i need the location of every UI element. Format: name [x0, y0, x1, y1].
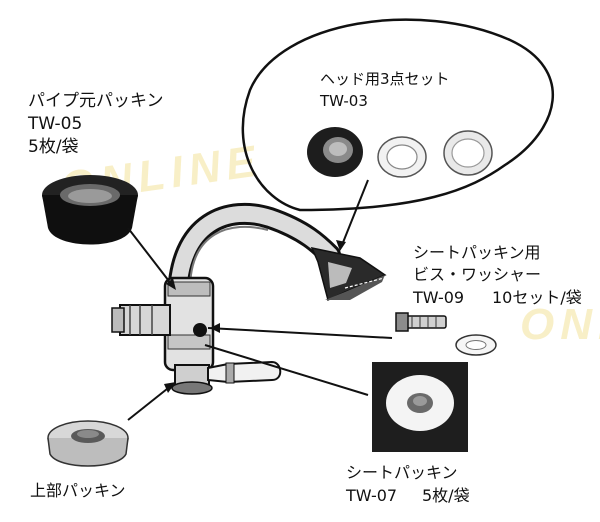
pipe-packing-code: TW-05: [28, 114, 83, 134]
top-packing-part: [47, 420, 129, 467]
watermark-right: ONLINE: [520, 300, 600, 349]
seat-packing-code: TW-07: [346, 486, 398, 505]
head-set-ring-dark: [307, 127, 363, 177]
arrow-seat-packing: [204, 344, 369, 396]
seat-screw-sub: ビス・ワッシャー: [413, 265, 542, 284]
seat-washer-part: [455, 334, 497, 356]
seat-screw-name: シートパッキン用: [413, 243, 541, 262]
arrow-head-set: [341, 179, 369, 246]
arrow-seat-screw: [207, 327, 393, 339]
pipe-packing-part: [42, 175, 138, 245]
seat-packing-name: シートパッキン: [346, 463, 458, 482]
head-set-ring-light: [443, 130, 493, 176]
seat-packing-photo: [372, 362, 468, 452]
seat-screw-part: [395, 312, 447, 332]
pipe-packing-name: パイプ元パッキン: [28, 91, 164, 111]
seat-screw-code: TW-09: [413, 288, 465, 307]
faucet-body: [111, 276, 282, 395]
head-set-ring-mid: [377, 136, 427, 178]
head-set-outline: [241, 18, 555, 212]
leader-lines: [127, 179, 393, 421]
arrow-pipe-packing: [127, 227, 173, 286]
head-set-name: ヘッド用3点セット: [320, 70, 450, 88]
arrow-top-packing: [127, 384, 173, 421]
faucet-spout: [167, 202, 387, 311]
seat-screw-qty: 10セット/袋: [492, 288, 582, 307]
seat-packing-qty: 5枚/袋: [422, 486, 470, 505]
top-packing-name: 上部パッキン: [30, 481, 126, 500]
head-set-code: TW-03: [320, 92, 368, 110]
pipe-packing-qty: 5枚/袋: [28, 137, 79, 157]
